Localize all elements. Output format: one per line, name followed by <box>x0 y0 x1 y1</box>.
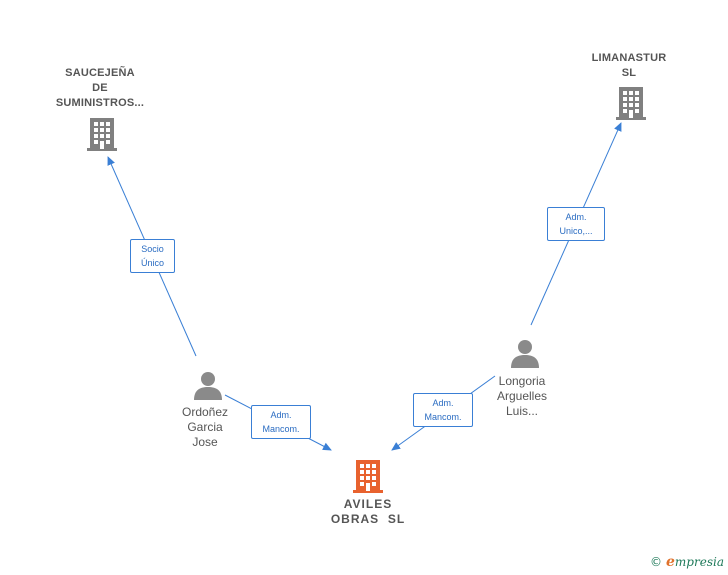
label-line: SL <box>621 67 637 79</box>
label-line: Garcia <box>187 420 223 434</box>
label-line: AVILES <box>343 497 393 511</box>
tag-line: Adm. <box>432 398 454 408</box>
person-icon <box>194 372 222 400</box>
label-line: Luis... <box>505 404 538 418</box>
label-line: LIMANASTUR <box>591 52 667 64</box>
tag-line: Unico,... <box>559 226 593 236</box>
tag-line: Único <box>140 258 164 268</box>
person-icon <box>511 340 539 368</box>
tag-line: Mancom. <box>262 424 300 434</box>
label-line: Ordoñez <box>181 405 229 419</box>
label-line: Longoria <box>498 374 546 388</box>
node-label-longoria[interactable]: Longoria Arguelles Luis... <box>497 374 547 419</box>
label-line: SAUCEJEÑA <box>65 67 135 79</box>
tag-line: Adm. <box>565 212 587 222</box>
tag-line: Mancom. <box>424 412 462 422</box>
building-icon <box>87 118 117 151</box>
building-icon <box>616 87 646 120</box>
label-line: Arguelles <box>496 389 548 403</box>
label-line: Jose <box>192 435 218 449</box>
main-building-icon <box>353 460 383 493</box>
label-line: OBRAS SL <box>330 512 406 526</box>
tag-line: Socio <box>141 244 164 254</box>
edge-tag-adm-mancom-left[interactable]: Adm. Mancom. <box>251 405 311 439</box>
edge-tag-adm-unico[interactable]: Adm. Unico,... <box>547 207 605 241</box>
node-label-aviles[interactable]: AVILES OBRAS SL <box>331 497 405 527</box>
label-line: SUMINISTROS... <box>55 97 145 109</box>
brand-initial: e <box>666 554 675 570</box>
label-line: DE <box>92 82 108 94</box>
node-label-ordonez[interactable]: Ordoñez Garcia Jose <box>182 405 228 450</box>
tag-line: Adm. <box>270 410 292 420</box>
edge-tag-adm-mancom-right[interactable]: Adm. Mancom. <box>413 393 473 427</box>
node-label-limanastur[interactable]: LIMANASTUR SL <box>592 51 667 81</box>
empresia-logo[interactable]: © empresia <box>650 554 724 570</box>
edge-tag-socio-unico[interactable]: Socio Único <box>130 239 175 273</box>
copyright-symbol: © <box>650 555 662 569</box>
node-label-saucejena[interactable]: SAUCEJEÑA DE SUMINISTROS... <box>56 66 144 111</box>
brand-name: mpresia <box>674 555 724 569</box>
